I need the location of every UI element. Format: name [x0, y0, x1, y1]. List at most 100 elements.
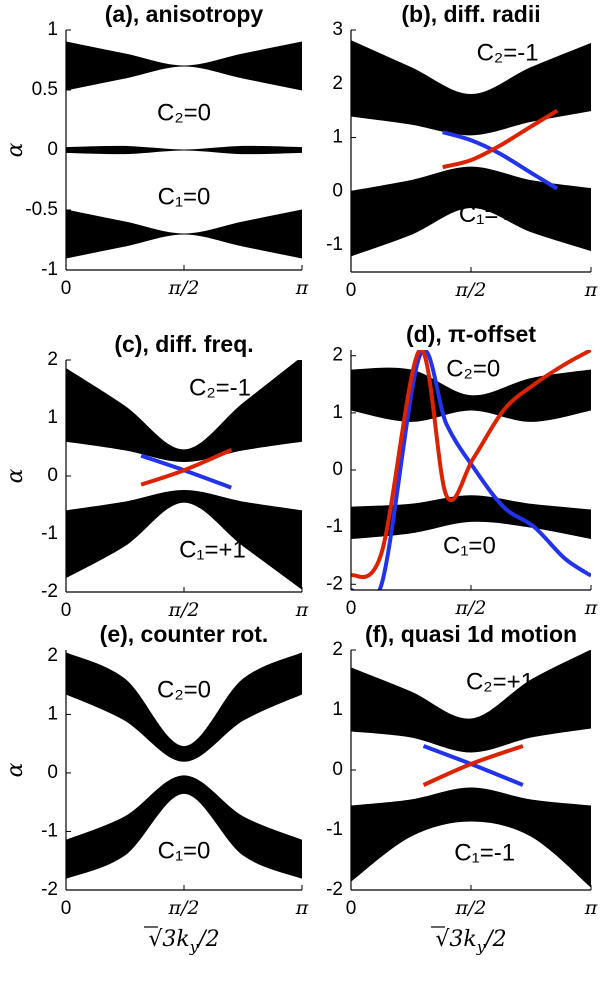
chern-label-a-1: C₁=0 — [158, 183, 211, 210]
y-tick-label-f-1: 1 — [332, 699, 343, 720]
band-c-1 — [66, 489, 302, 590]
chern-label-b-1: C₁=+1 — [459, 201, 526, 228]
y-tick-label-a-3: -0.5 — [25, 199, 58, 220]
y-tick-label-e-1: 1 — [47, 703, 58, 724]
plot-area-f — [351, 650, 591, 888]
edge-state-c-1 — [140, 448, 233, 487]
y-tick-label-c-1: 1 — [47, 407, 58, 428]
panel-b: C₂=-1C₁=+1 3 2 1 0 -1 0 π/2 π (b), diff. radii — [326, 1, 598, 301]
x-tick-label-d-2: π — [584, 597, 598, 619]
x-tick-label-b-2: π — [584, 279, 598, 301]
edge-state-d-0 — [351, 350, 591, 590]
x-axis-label-e: √3ky/2 — [144, 926, 220, 956]
y-axis-label-c: α — [3, 468, 28, 483]
edge-state-f-1 — [422, 744, 524, 787]
chern-label-b-0: C₂=-1 — [477, 40, 539, 67]
y-tick-label-d-4: -2 — [326, 573, 343, 594]
chern-label-c-0: C₂=-1 — [189, 374, 251, 401]
band-a-1 — [66, 145, 302, 155]
y-tick-label-f-3: -1 — [326, 819, 343, 840]
plot-area-b — [351, 40, 591, 257]
x-tick-label-d-1: π/2 — [455, 597, 487, 619]
y-tick-label-a-2: 0 — [47, 139, 58, 160]
edge-state-b-0 — [442, 130, 559, 191]
x-tick-label-c-0: 0 — [61, 600, 72, 621]
y-tick-label-e-2: 0 — [47, 762, 58, 783]
band-e-0 — [66, 652, 302, 762]
band-d-1 — [351, 495, 591, 540]
band-a-0 — [66, 41, 302, 91]
svg-text:√3ky/2: √3ky/2 — [435, 927, 506, 956]
band-a-2 — [66, 209, 302, 259]
y-tick-label-c-3: -1 — [41, 523, 58, 544]
band-f-1 — [351, 787, 591, 888]
x-tick-label-f-0: 0 — [346, 898, 357, 919]
x-tick-label-a-2: π — [295, 277, 309, 299]
plot-area-a — [66, 41, 302, 259]
y-tick-label-e-0: 2 — [47, 645, 58, 666]
y-tick-label-f-2: 0 — [332, 759, 343, 780]
chern-label-d-0: C₂=0 — [446, 355, 500, 382]
chern-label-c-1: C₁=+1 — [179, 537, 246, 564]
chern-label-d-1: C₁=0 — [443, 532, 496, 559]
band-b-0 — [351, 40, 591, 136]
y-tick-label-e-4: -2 — [41, 879, 58, 900]
y-tick-label-c-4: -2 — [41, 581, 58, 602]
y-axis-label-a: α — [3, 142, 28, 157]
y-tick-label-b-1: 2 — [332, 73, 343, 94]
x-tick-label-b-1: π/2 — [455, 279, 487, 301]
y-tick-label-b-2: 1 — [332, 127, 343, 148]
svg-text:√3ky/2: √3ky/2 — [148, 927, 219, 956]
chern-label-f-0: C₂=+1 — [466, 668, 534, 695]
chern-label-e-0: C₂=0 — [157, 676, 211, 703]
x-axis-label-f: √3ky/2 — [431, 926, 507, 956]
x-tick-label-a-1: π/2 — [168, 277, 200, 299]
x-tick-label-e-2: π — [295, 897, 309, 919]
edge-state-b-1 — [442, 108, 559, 170]
y-tick-label-b-0: 3 — [332, 19, 343, 40]
y-tick-label-e-3: -1 — [41, 820, 58, 841]
edge-state-d-1 — [351, 350, 591, 579]
x-tick-label-b-0: 0 — [346, 280, 357, 301]
panel-title-a: (a), anisotropy — [105, 1, 264, 27]
chern-label-e-1: C₁=0 — [158, 837, 211, 864]
band-f-0 — [351, 650, 591, 753]
y-tick-label-c-2: 0 — [47, 465, 58, 486]
plot-area-c — [66, 360, 302, 590]
y-tick-label-c-0: 2 — [47, 349, 58, 370]
x-tick-label-c-1: π/2 — [168, 599, 200, 621]
band-c-0 — [66, 360, 302, 463]
plot-area-e — [66, 652, 302, 879]
y-tick-label-d-1: 1 — [332, 402, 343, 423]
y-tick-label-a-4: -1 — [41, 259, 58, 280]
x-tick-label-e-0: 0 — [61, 898, 72, 919]
y-axis-label-e: α — [3, 762, 28, 777]
y-tick-label-f-0: 2 — [332, 639, 343, 660]
x-tick-label-d-0: 0 — [346, 598, 357, 619]
panel-title-e: (e), counter rot. — [100, 621, 269, 647]
x-tick-label-f-2: π — [584, 897, 598, 919]
x-tick-label-e-1: π/2 — [168, 897, 200, 919]
band-e-1 — [66, 775, 302, 879]
x-tick-label-a-0: 0 — [61, 278, 72, 299]
y-tick-label-b-3: 0 — [332, 180, 343, 201]
y-tick-label-b-4: -1 — [326, 234, 343, 255]
panel-title-d: (d), π-offset — [406, 321, 536, 347]
panel-title-c: (c), diff. freq. — [114, 331, 253, 357]
y-tick-label-d-2: 0 — [332, 459, 343, 480]
y-tick-label-a-0: 1 — [47, 19, 58, 40]
panel-title-b: (b), diff. radii — [401, 1, 540, 27]
plot-area-d — [351, 350, 591, 590]
y-tick-label-d-0: 2 — [332, 345, 343, 366]
x-tick-label-c-2: π — [295, 599, 309, 621]
y-tick-label-a-1: 0.5 — [32, 79, 58, 100]
y-tick-label-f-4: -2 — [326, 879, 343, 900]
x-tick-label-f-1: π/2 — [455, 897, 487, 919]
panel-title-f: (f), quasi 1d motion — [365, 621, 577, 647]
band-b-1 — [351, 166, 591, 257]
